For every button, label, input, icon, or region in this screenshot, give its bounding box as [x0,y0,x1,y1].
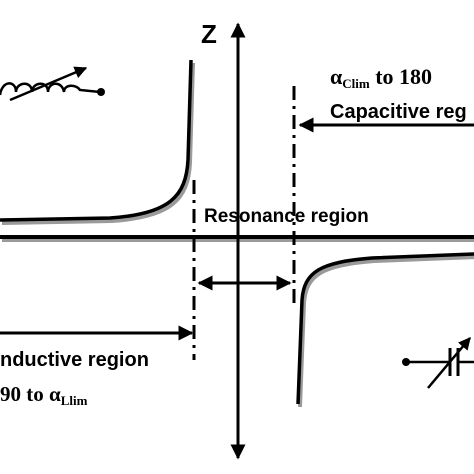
capacitive-region-label: Capacitive reg [330,101,467,123]
variable-capacitor-icon [402,337,474,389]
inductive-region-label: nductive region [0,349,149,371]
inductor-icon [0,66,105,102]
capacitive-curve [296,252,474,408]
capacitive-range-label: αClim to 180 [330,64,432,91]
inductive-curve [0,59,195,225]
z-axis-label: Z [201,19,217,49]
inductive-range-label: 90 to αLlim [0,382,88,408]
resonance-label: Resonance region [204,206,369,227]
